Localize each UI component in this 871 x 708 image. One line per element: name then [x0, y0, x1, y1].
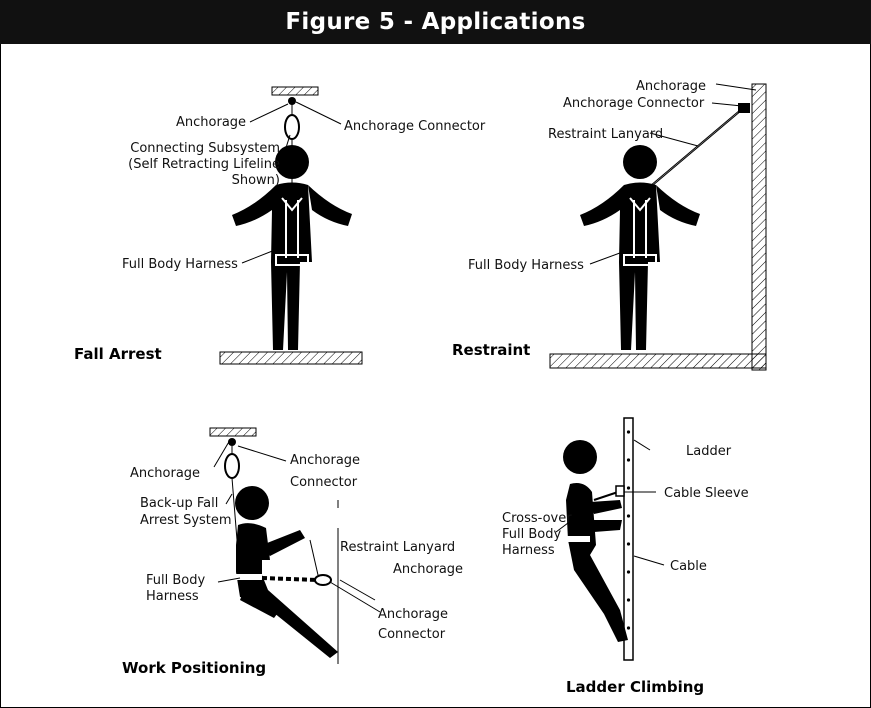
label-anchorage-right: Anchorage: [393, 562, 463, 577]
caption-fall-arrest: Fall Arrest: [74, 345, 162, 363]
caption-work-positioning: Work Positioning: [122, 659, 266, 677]
label-anchorage-conn-low-1: Anchorage: [378, 607, 448, 622]
label-anchorage-connector-1: Anchorage: [290, 453, 360, 468]
label-connecting-subsystem-2: (Self Retracting Lifeline: [128, 157, 280, 172]
label-anchorage-connector: Anchorage Connector: [344, 119, 486, 134]
panel-ladder-climbing: Ladder Cable Sleeve Cross-over Full Body…: [502, 417, 749, 696]
panel-fall-arrest: Anchorage Anchorage Connector Connecting…: [74, 86, 486, 365]
ladder-rail: [623, 417, 634, 661]
label-anchorage-connector-2: Connector: [290, 475, 358, 490]
srl-shape: [284, 114, 300, 140]
label-restraint-lanyard: Restraint Lanyard: [340, 540, 455, 555]
label-connecting-subsystem-1: Connecting Subsystem: [130, 141, 280, 156]
anchorage-connector-shape: [288, 97, 296, 105]
floor-hatch: [219, 351, 363, 365]
worker-figure: [235, 486, 338, 658]
label-anchorage-connector: Anchorage Connector: [563, 96, 705, 111]
wall-hatch: [751, 83, 767, 371]
label-crossover-2: Full Body: [502, 527, 561, 542]
ceiling-hatch: [271, 86, 319, 96]
floor-hatch: [549, 353, 767, 369]
label-restraint-lanyard: Restraint Lanyard: [548, 127, 663, 142]
label-ladder: Ladder: [686, 444, 732, 459]
label-backup-1: Back-up Fall: [140, 496, 218, 511]
label-crossover-3: Harness: [502, 543, 555, 558]
label-full-body-2: Harness: [146, 589, 199, 604]
label-full-body-harness: Full Body Harness: [122, 257, 238, 272]
label-cable: Cable: [670, 559, 707, 574]
applications-diagram: Anchorage Anchorage Connector Connecting…: [74, 79, 767, 696]
label-anchorage: Anchorage: [636, 79, 706, 94]
label-backup-2: Arrest System: [140, 513, 232, 528]
panel-restraint: Anchorage Anchorage Connector Restraint …: [452, 79, 767, 371]
label-anchorage: Anchorage: [130, 466, 200, 481]
caption-ladder-climbing: Ladder Climbing: [566, 678, 704, 696]
ceiling-hatch: [209, 427, 257, 437]
panel-work-positioning: Anchorage Anchorage Connector Back-up Fa…: [122, 427, 463, 677]
label-anchorage: Anchorage: [176, 115, 246, 130]
label-full-body-harness: Full Body Harness: [468, 258, 584, 273]
figure-title: Figure 5 - Applications: [285, 9, 586, 35]
caption-restraint: Restraint: [452, 341, 530, 359]
figure-header: Figure 5 - Applications: [0, 0, 871, 44]
label-cable-sleeve: Cable Sleeve: [664, 486, 749, 501]
label-crossover-1: Cross-over: [502, 511, 572, 526]
label-full-body-1: Full Body: [146, 573, 205, 588]
worker-figure: [580, 145, 700, 350]
label-connecting-subsystem-3: Shown): [232, 173, 280, 188]
label-anchorage-conn-low-2: Connector: [378, 627, 446, 642]
worker-figure: [232, 145, 352, 350]
worker-figure: [563, 440, 628, 642]
